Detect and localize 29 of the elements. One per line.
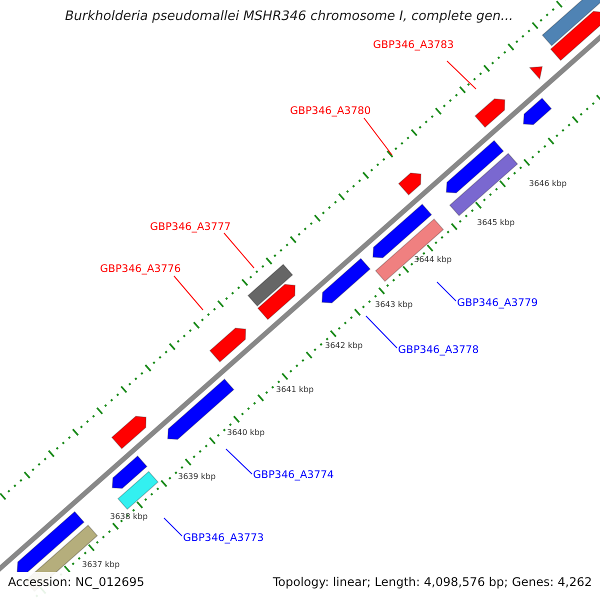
leader-line [446, 60, 476, 90]
gene-label: GBP346_A3777 [150, 222, 231, 234]
leader-line [226, 448, 252, 474]
scale-label: 3641 kbp [276, 386, 314, 395]
gene-label: GBP346_A3783 [373, 40, 454, 52]
gene-label: GBP346_A3779 [457, 298, 538, 310]
gene-label: GBP346_A3776 [100, 264, 181, 276]
leader-line [174, 276, 204, 310]
leader-line [436, 282, 456, 302]
gene-label: GBP346_A3774 [253, 470, 334, 482]
scale-label: 3639 kbp [178, 473, 216, 482]
leader-line [164, 518, 182, 536]
leader-line [224, 232, 254, 268]
leader-line [364, 118, 392, 156]
gene-label: GBP346_A3773 [183, 533, 264, 545]
scale-label: 3640 kbp [227, 429, 265, 438]
scale-label: 3643 kbp [375, 301, 413, 310]
leader-line [366, 316, 398, 348]
scale-label: 3645 kbp [477, 219, 515, 228]
scale-label: 3644 kbp [414, 256, 452, 265]
scale-label: 3638 kbp [110, 513, 148, 522]
accession-text: Accession: NC_012695 [8, 576, 144, 590]
scale-label: 3642 kbp [325, 342, 363, 351]
map-title: Burkholderia pseudomallei MSHR346 chromosome I, complete gen... [65, 10, 514, 24]
scale-label: 3646 kbp [529, 180, 567, 189]
summary-text: Topology: linear; Length: 4,098,576 bp; Genes: 4,262 [272, 576, 592, 590]
gene-label: GBP346_A3778 [398, 345, 479, 357]
scale-label: 3637 kbp [82, 561, 120, 570]
gene-label: GBP346_A3780 [290, 106, 371, 118]
